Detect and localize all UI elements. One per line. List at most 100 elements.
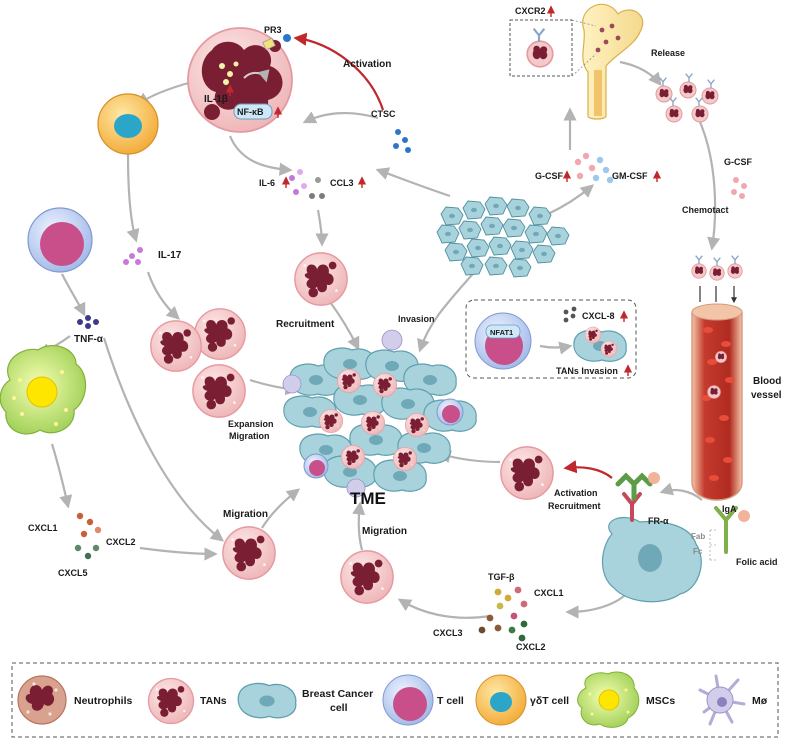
bone-marrow: [582, 3, 644, 120]
label-iga: IgA: [722, 504, 737, 514]
label-tme: TME: [350, 489, 386, 508]
arrow-recruitment-to-tme: [329, 301, 360, 351]
label-nfkb: NF-κB: [237, 107, 264, 117]
tgfb-molecules: [478, 586, 528, 642]
msc-cell: [0, 345, 87, 435]
label-il6: IL-6: [259, 178, 275, 188]
breast-cancer-cell-icon: [237, 682, 297, 719]
label-il1b: IL-1β: [204, 94, 228, 105]
arrow-msc-to-cxcl: [50, 443, 73, 509]
released-neutrophils: [655, 72, 719, 123]
vessel-neutrophils: [691, 254, 743, 302]
nfat1-tan-1: [584, 326, 602, 344]
arrow-tumor-to-cytokines: [375, 167, 451, 198]
il6-molecules: [289, 169, 325, 199]
tme-cluster: [282, 329, 477, 498]
label-expansion: Expansion: [228, 419, 274, 429]
label-cxcl3: CXCL3: [433, 628, 463, 638]
label-migration-mid: Migration: [362, 526, 407, 537]
label-cxcl2-left: CXCL2: [106, 537, 136, 547]
nfat1-t-cell: [474, 312, 532, 370]
label-gcsf-right: G-CSF: [724, 157, 753, 167]
label-invasion: Invasion: [398, 314, 435, 324]
label-release: Release: [651, 48, 685, 58]
blood-vessel: [691, 303, 743, 501]
label-blood: Blood: [753, 376, 781, 387]
label-cxcl5: CXCL5: [58, 568, 88, 578]
arrow-nfat1: [539, 341, 573, 355]
t-cell-icon: [382, 674, 434, 726]
arrow-release: [619, 60, 662, 87]
msc-icon: [577, 671, 640, 728]
label-pr3: PR3: [264, 25, 282, 35]
arrow-tcell-to-tnfa: [61, 273, 86, 317]
legend-label-breast-cancer-cell: cell: [330, 702, 348, 714]
legend-label-macrophage: Mø: [752, 695, 768, 707]
arrow-tumor-to-gcsf: [547, 184, 595, 215]
label-il17: IL-17: [158, 250, 182, 261]
breast-cancer-cell-fr: [602, 517, 702, 603]
gcsf-molecules: [574, 152, 614, 184]
arrow-il6-to-neutrophil: [315, 209, 329, 247]
gamma-delta-t-cell-icon: [475, 674, 527, 726]
gamma-delta-t-cell: [97, 93, 159, 155]
nfat1-box: [465, 299, 637, 379]
legend: Neutrophils TANs Breast Cancer cell T ce…: [11, 662, 779, 738]
legend-label-t-cell: T cell: [437, 695, 464, 707]
label-tgfb: TGF-β: [488, 572, 515, 582]
legend-label-tans: TANs: [200, 695, 227, 707]
arrow-chemotact: [698, 121, 721, 251]
label-ccl3: CCL3: [330, 178, 354, 188]
arrow-migration-left-to-tme: [261, 488, 301, 529]
label-tnfa: TNF-α: [74, 334, 104, 345]
flow-arrows: [37, 32, 721, 619]
label-gcsf-left: G-CSF: [535, 171, 564, 181]
bone-neutrophil: [526, 40, 554, 68]
arrow-invasion: [417, 267, 479, 353]
label-fr-alpha: FR-α: [648, 516, 669, 526]
label-cxcr2: CXCR2: [515, 6, 546, 16]
ctsc-molecules: [393, 129, 411, 153]
label-ctsc: CTSC: [371, 109, 396, 119]
label-recruitment-br: Recruitment: [548, 501, 601, 511]
legend-label-neutrophils: Neutrophils: [74, 695, 132, 707]
label-migration-expansion: Migration: [229, 431, 270, 441]
neutrophil-icon: [17, 675, 67, 725]
label-nfat1: NFAT1: [490, 328, 513, 337]
iga-antibody-icon: [709, 506, 750, 561]
label-cxcl1-left: CXCL1: [28, 523, 58, 533]
label-migration-left: Migration: [223, 509, 268, 520]
label-folic-acid: Folic acid: [736, 557, 778, 567]
bone-zoom-lines: [571, 19, 597, 77]
cxcl-left-molecules: [74, 512, 102, 560]
nfat1-tan-2: [600, 340, 618, 358]
activated-neutrophil: [187, 27, 293, 133]
label-activation-br: Activation: [554, 488, 598, 498]
label-cxcl1-right: CXCL1: [534, 588, 564, 598]
arrow-ctsc-to-neutrophil: [302, 111, 379, 124]
arrow-activation-recruitment-red: [563, 460, 613, 479]
arrow-neutrophil-to-il6: [228, 135, 293, 176]
label-tans-invasion: TANs Invasion: [556, 366, 618, 376]
tan-cluster-expansion: [150, 308, 246, 418]
tan-recruitment: [294, 252, 348, 306]
arrow-tnfa-to-migration: [102, 337, 225, 542]
label-vessel: vessel: [751, 390, 782, 401]
arrow-iga-to-fr: [659, 482, 703, 501]
label-cxcl2-right: CXCL2: [516, 642, 546, 652]
tan-activation-recruitment: [500, 446, 554, 500]
arrow-gdt-to-il17: [126, 153, 140, 243]
legend-label-gdt-cell: γδT cell: [530, 695, 569, 707]
arrow-il17-to-tans: [146, 271, 180, 320]
gcsf-right-molecules: [731, 177, 747, 199]
tnfa-molecules: [77, 315, 99, 329]
label-fc: Fc: [693, 547, 703, 556]
label-cxcl8: CXCL-8: [582, 311, 615, 321]
primary-tumor: [436, 196, 570, 278]
label-activation-top: Activation: [343, 59, 391, 70]
legend-label-mscs: MSCs: [646, 695, 675, 707]
label-recruitment: Recruitment: [276, 319, 335, 330]
arrow-tgfb-to-neutrophil: [397, 598, 491, 619]
label-chemotact: Chemotact: [682, 205, 729, 215]
